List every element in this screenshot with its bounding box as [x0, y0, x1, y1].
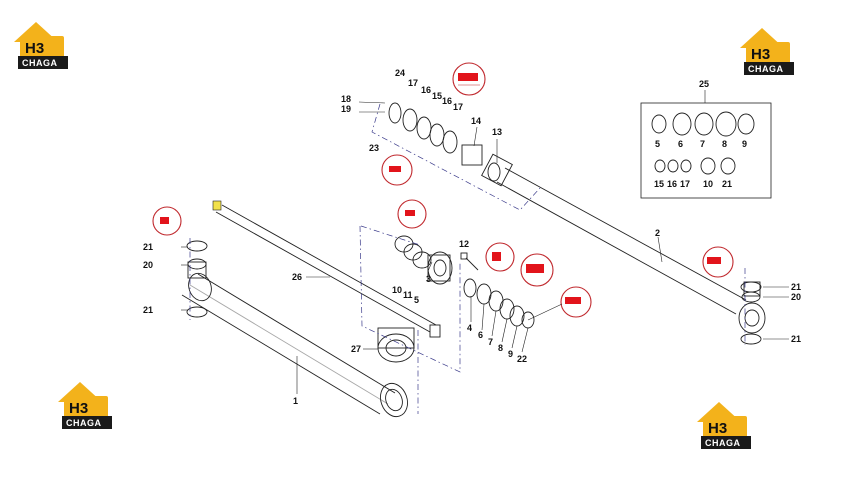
- kit-label-9: 9: [742, 139, 747, 149]
- logo-mark: H3: [751, 46, 770, 63]
- callout-circle: [397, 199, 427, 229]
- cylinder-head: [377, 327, 415, 363]
- part-label-3: 3: [426, 274, 431, 284]
- part-label-13: 13: [492, 127, 502, 137]
- logo-text: CHAGA: [66, 418, 102, 428]
- callout-circle: [381, 154, 413, 186]
- callout-circle: [702, 246, 734, 278]
- brand-logo-top-right: H3 CHAGA: [740, 28, 794, 75]
- part-label-20-a: 20: [143, 260, 153, 270]
- part-label-17-b: 17: [453, 102, 463, 112]
- gland-seals-upper: [388, 102, 501, 182]
- part-label-21-d: 21: [791, 334, 801, 344]
- part-label-21-a: 21: [143, 242, 153, 252]
- part-label-27: 27: [351, 344, 361, 354]
- brand-logo-top-left: H3 CHAGA: [14, 22, 68, 69]
- callout-circle: [152, 206, 182, 236]
- logo-text: CHAGA: [22, 58, 58, 68]
- callout-circle: [520, 253, 554, 287]
- bolt: [460, 252, 479, 271]
- part-label-21-b: 21: [143, 305, 153, 315]
- logo-mark: H3: [69, 400, 88, 417]
- part-label-12: 12: [459, 239, 469, 249]
- head-rings: [394, 235, 432, 269]
- barrel-end-rings: [186, 240, 208, 318]
- brand-logo-bottom-left: H3 CHAGA: [58, 382, 112, 429]
- part-label-16: 16: [421, 85, 431, 95]
- part-label-9: 9: [508, 349, 513, 359]
- part-label-1: 1: [293, 396, 298, 406]
- part-label-10: 10: [392, 285, 402, 295]
- seal-section-callouts: [152, 62, 734, 318]
- logo-mark: H3: [25, 40, 44, 57]
- kit-label-16: 16: [667, 179, 677, 189]
- part-label-14: 14: [471, 116, 481, 126]
- kit-label-6: 6: [678, 139, 683, 149]
- piston-seals-row: [463, 278, 535, 329]
- hydraulic-pipe: [212, 200, 441, 338]
- kit-label-8: 8: [722, 139, 727, 149]
- kit-label-5: 5: [655, 139, 660, 149]
- part-labels: 1 2 3 26 4 6 7 8 9 22 10 11 5 12 13 14 2…: [143, 68, 801, 406]
- part-label-22: 22: [517, 354, 527, 364]
- logo-mark: H3: [708, 420, 727, 437]
- part-label-7: 7: [488, 337, 493, 347]
- part-label-23: 23: [369, 143, 379, 153]
- logo-text: CHAGA: [748, 64, 784, 74]
- part-label-20-b: 20: [791, 292, 801, 302]
- part-label-2: 2: [655, 228, 660, 238]
- kit-label-7: 7: [700, 139, 705, 149]
- kit-label-10: 10: [703, 179, 713, 189]
- part-label-26: 26: [292, 272, 302, 282]
- part-label-8: 8: [498, 343, 503, 353]
- kit-label-15: 15: [654, 179, 664, 189]
- part-label-17: 17: [408, 78, 418, 88]
- part-label-19: 19: [341, 104, 351, 114]
- callout-circle: [485, 242, 515, 272]
- seal-kit-box: [640, 102, 772, 199]
- part-label-16-b: 16: [442, 96, 452, 106]
- part-label-5: 5: [414, 295, 419, 305]
- callout-circle: [560, 286, 592, 318]
- part-label-21-c: 21: [791, 282, 801, 292]
- brand-logo-bottom-right: H3 CHAGA: [697, 402, 751, 449]
- part-label-4: 4: [467, 323, 472, 333]
- piston-assembly: [427, 251, 453, 285]
- kit-label-21: 21: [722, 179, 732, 189]
- part-label-24: 24: [395, 68, 405, 78]
- part-label-25: 25: [699, 79, 709, 89]
- part-label-18: 18: [341, 94, 351, 104]
- part-label-15: 15: [432, 91, 442, 101]
- callout-circle: [452, 62, 486, 96]
- leader-lines: [181, 90, 789, 394]
- part-label-6: 6: [478, 330, 483, 340]
- cylinder-barrel: [181, 261, 408, 418]
- logo-text: CHAGA: [705, 438, 741, 448]
- rod-end-rings: [740, 281, 762, 345]
- kit-label-17: 17: [680, 179, 690, 189]
- assembly-boundaries: [189, 103, 746, 414]
- part-label-11: 11: [403, 290, 413, 300]
